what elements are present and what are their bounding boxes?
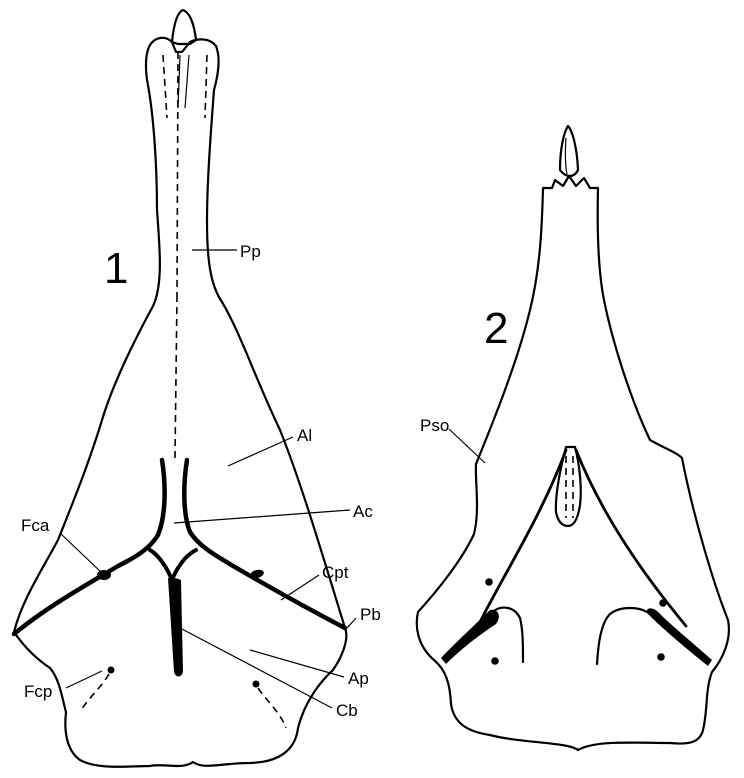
label-ac: Ac	[353, 502, 373, 521]
leader-fca	[60, 533, 102, 573]
fig2-rostral-tip	[560, 126, 578, 176]
fig1-rostral-streak-mid-right	[185, 55, 189, 108]
fig1-fcp-foramen-left	[108, 667, 115, 674]
fig1-fcp-canal-right	[258, 688, 286, 728]
label-ap: Ap	[348, 669, 369, 688]
label-al: Al	[297, 426, 312, 445]
fig2-crista-left	[441, 610, 499, 664]
fig2-ridge-left	[474, 450, 566, 634]
fig1-rostral-streak-left	[163, 55, 167, 118]
figure-2: 2 Pso	[417, 126, 729, 750]
label-cpt: Cpt	[322, 563, 349, 582]
fig1-cb-ridge	[150, 550, 196, 580]
leader-pb	[347, 618, 356, 628]
leader-cb	[180, 628, 332, 708]
fig2-foramen-lower-left	[491, 657, 499, 665]
label-pso: Pso	[420, 416, 449, 435]
fig2-arch-right	[597, 608, 650, 664]
label-fca: Fca	[21, 516, 50, 535]
leader-pso	[449, 429, 485, 463]
leader-cpt	[281, 575, 319, 600]
figure-1: 1 Pp Al Ac Fca Cpt Pb Ap Fcp Cb	[14, 10, 381, 767]
fig1-crista-left	[14, 460, 165, 634]
fig2-median-groove-outer	[556, 447, 581, 526]
fig2-rostral-tip-inner	[565, 138, 567, 174]
fig2-foramen-lower-right	[657, 653, 665, 661]
fig1-cb-shaft	[168, 578, 183, 677]
fig2-foramen-upper-right	[659, 599, 667, 607]
fig1-number: 1	[104, 244, 128, 293]
leader-ap	[250, 650, 344, 677]
fig1-median-dashes-lower	[175, 295, 177, 458]
fig1-median-dashes-upper	[177, 52, 178, 295]
fig2-ridge-right	[576, 450, 686, 626]
fig1-rostral-tip	[172, 10, 196, 44]
fig1-fcp-foramen-right	[253, 681, 260, 688]
fig1-crista-right	[184, 460, 345, 628]
fig1-rostral-streak-right	[205, 55, 207, 118]
label-pp: Pp	[240, 242, 261, 261]
label-fcp: Fcp	[24, 682, 52, 701]
label-cb: Cb	[336, 701, 358, 720]
fig2-foramen-upper-left	[485, 578, 493, 586]
fig2-number: 2	[484, 304, 508, 353]
label-pb: Pb	[360, 605, 381, 624]
leader-ac	[174, 510, 350, 523]
leader-al	[228, 437, 293, 466]
fig1-fca-foramen-left	[97, 570, 111, 580]
leader-fcp	[66, 671, 102, 688]
